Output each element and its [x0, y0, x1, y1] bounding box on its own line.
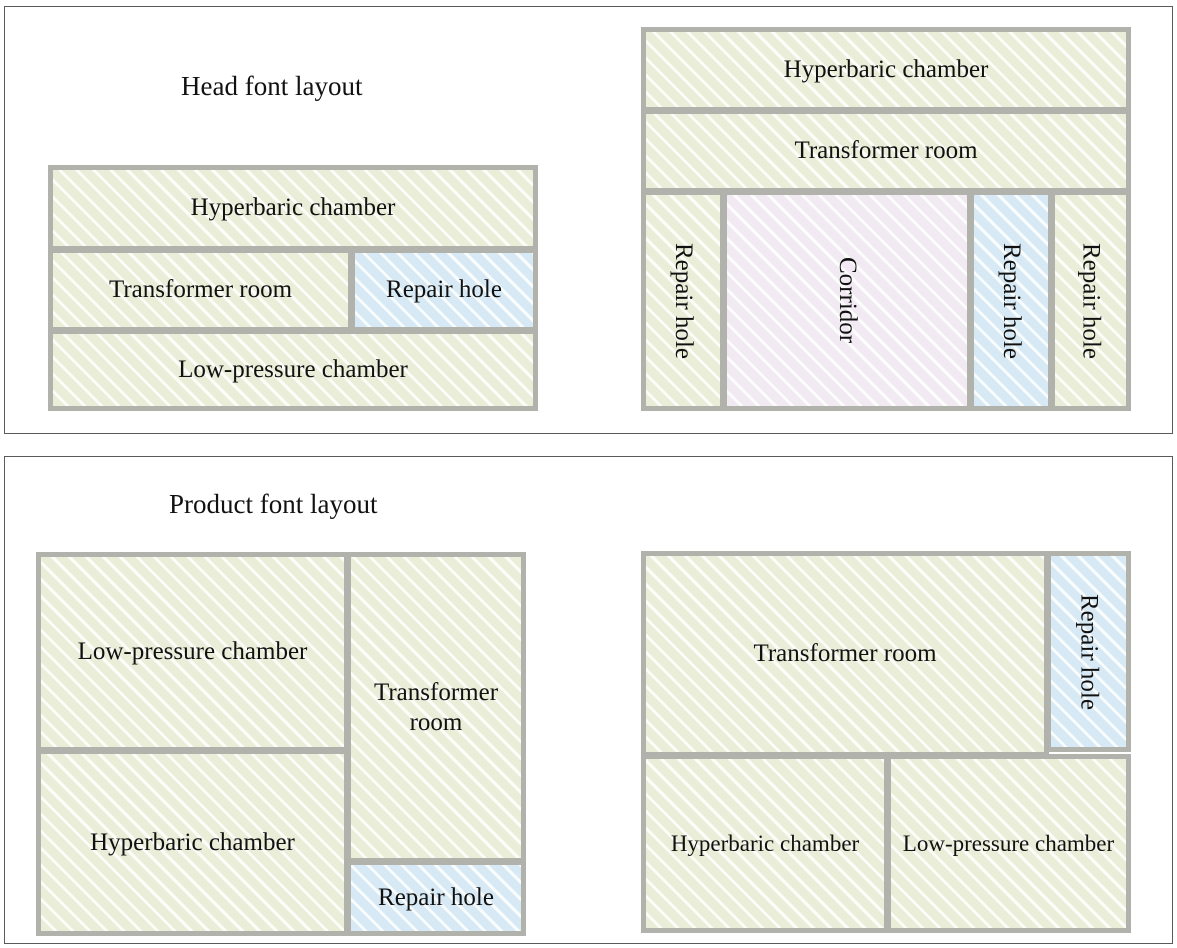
panel-head-font-layout: Head font layout Hyperbaric chamber Tran… — [4, 6, 1173, 434]
panel-title-product-font-layout: Product font layout — [169, 489, 378, 519]
room-label: Hyperbaric chamber — [783, 55, 989, 83]
room-repair-hole-middle[interactable]: Repair hole — [969, 190, 1053, 411]
room-label: Low-pressure chamber — [178, 356, 408, 384]
room-label: Repair hole — [669, 242, 697, 359]
room-low-pressure-chamber[interactable]: Low-pressure chamber — [36, 552, 349, 752]
room-hyperbaric-chamber[interactable]: Hyperbaric chamber — [48, 165, 538, 251]
room-hyperbaric-chamber[interactable]: Hyperbaric chamber — [641, 27, 1131, 112]
room-repair-hole[interactable]: Repair hole — [346, 860, 526, 936]
room-low-pressure-chamber[interactable]: Low-pressure chamber — [886, 754, 1131, 933]
floor-plan-product-right: Transformer room Repair hole Hyperbaric … — [641, 551, 1131, 933]
floor-plan-product-left: Low-pressure chamber Hyperbaric chamber … — [36, 552, 526, 936]
room-label: Transformer room — [753, 640, 937, 668]
room-label: Repair hole — [386, 276, 502, 304]
floor-plan-head-right: Hyperbaric chamber Transformer room Repa… — [641, 27, 1131, 411]
room-label: Hyperbaric chamber — [670, 830, 860, 856]
room-label: Low-pressure chamber — [77, 638, 308, 666]
room-label: Low-pressure chamber — [902, 830, 1115, 856]
room-hyperbaric-chamber[interactable]: Hyperbaric chamber — [641, 754, 889, 933]
room-label: Hyperbaric chamber — [190, 194, 396, 222]
room-transformer-room[interactable]: Transformer room — [48, 248, 353, 332]
room-repair-hole[interactable]: Repair hole — [350, 248, 538, 332]
room-label: Hyperbaric chamber — [90, 828, 295, 856]
room-label: Repair hole — [1077, 242, 1105, 359]
room-transformer-room[interactable]: Transformer room — [641, 551, 1049, 757]
room-hyperbaric-chamber[interactable]: Hyperbaric chamber — [36, 749, 349, 936]
room-label: Repair hole — [997, 242, 1025, 359]
room-repair-hole-left[interactable]: Repair hole — [641, 190, 725, 411]
room-label: Transformer room — [373, 679, 499, 736]
room-label: Corridor — [833, 257, 861, 344]
room-label: Transformer room — [108, 276, 293, 304]
room-label: Transformer room — [794, 137, 978, 165]
room-transformer-room[interactable]: Transformer room — [641, 109, 1131, 193]
room-corridor[interactable]: Corridor — [722, 190, 972, 411]
panel-title-head-font-layout: Head font layout — [181, 71, 363, 101]
room-repair-hole[interactable]: Repair hole — [1046, 551, 1131, 752]
room-transformer-room[interactable]: Transformer room — [346, 552, 526, 863]
room-repair-hole-right[interactable]: Repair hole — [1050, 190, 1131, 411]
room-label: Repair hole — [1075, 593, 1103, 710]
panel-product-font-layout: Product font layout Low-pressure chamber… — [4, 456, 1173, 944]
floor-plan-head-left: Hyperbaric chamber Transformer room Repa… — [48, 165, 538, 411]
room-low-pressure-chamber[interactable]: Low-pressure chamber — [48, 329, 538, 411]
room-label: Repair hole — [378, 884, 494, 912]
